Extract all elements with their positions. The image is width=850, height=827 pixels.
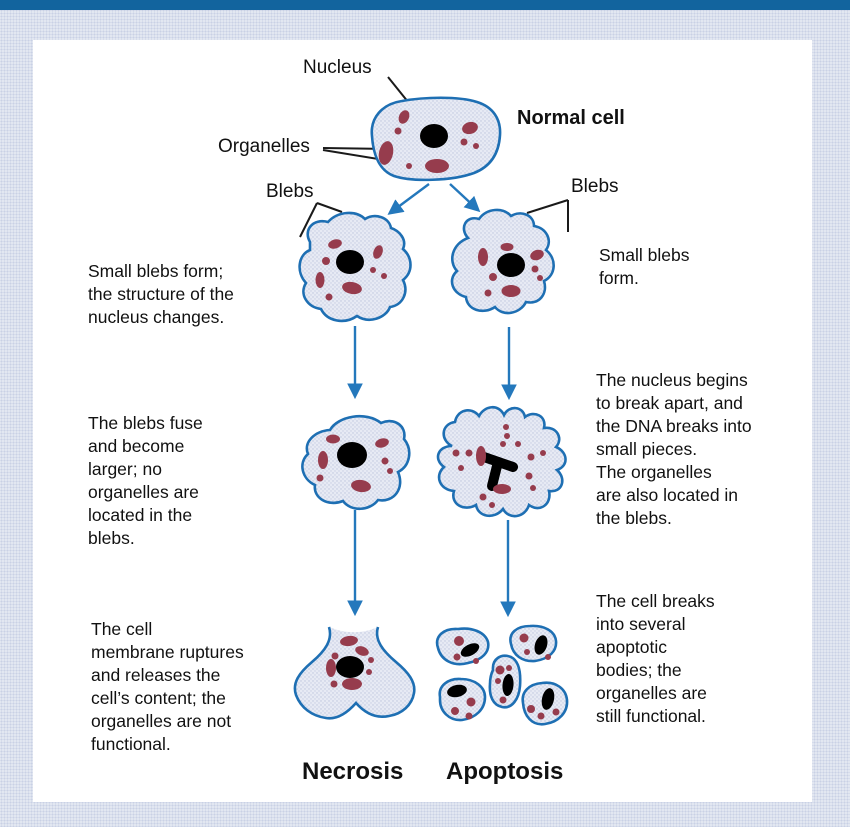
necrosis-step2-caption: The blebs fuse and become larger; no org… xyxy=(88,413,203,548)
fragmented-nucleus-shape xyxy=(479,452,518,491)
apoptosis-pathway-label: Apoptosis xyxy=(446,758,564,785)
apoptosis-step3-caption: The cell breaks into several apoptotic b… xyxy=(596,591,715,726)
blebs-right-pointer-lines xyxy=(526,199,569,232)
blebs-left-label: Blebs xyxy=(266,181,314,202)
normal-cell-illustration xyxy=(370,96,502,182)
nucleus-shape xyxy=(420,124,448,148)
necrosis-pathway-label: Necrosis xyxy=(302,758,404,785)
necrosis-step3-caption: The cell membrane ruptures and releases … xyxy=(91,619,244,754)
necrosis-step2-cell xyxy=(301,414,411,511)
nucleus-label: Nucleus xyxy=(303,57,372,78)
top-accent-bar xyxy=(0,0,850,10)
blebs-left-pointer-lines xyxy=(299,202,343,238)
apoptosis-step1-cell xyxy=(450,208,555,315)
blebs-right-label: Blebs xyxy=(571,176,619,197)
apoptotic-bodies xyxy=(435,624,569,726)
flow-arrows xyxy=(347,183,517,618)
apoptosis-step2-cell xyxy=(436,405,567,518)
normal-cell-label: Normal cell xyxy=(517,107,625,129)
necrosis-step1-cell xyxy=(298,211,412,323)
apoptosis-step1-caption: Small blebs form. xyxy=(599,245,690,288)
organelles-shapes xyxy=(378,110,479,173)
necrosis-step3-cell xyxy=(293,626,416,720)
apoptosis-step2-caption: The nucleus begins to break apart, and t… xyxy=(596,370,752,528)
organelles-label: Organelles xyxy=(218,136,310,157)
necrosis-step1-caption: Small blebs form; the structure of the n… xyxy=(88,261,234,327)
